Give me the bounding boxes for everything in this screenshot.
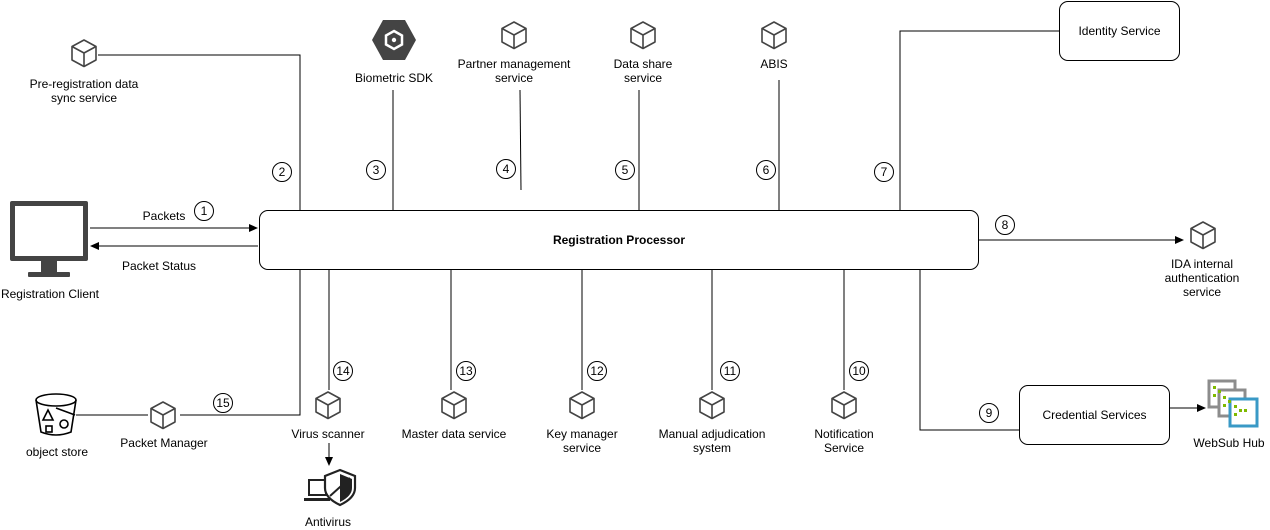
step-badge: 15	[213, 393, 233, 413]
connector-credential	[919, 270, 1019, 431]
step-badge: 5	[615, 160, 635, 180]
step-badge: 6	[756, 160, 776, 180]
step-badge: 14	[333, 361, 353, 381]
virus-scanner-label: Virus scanner	[291, 427, 365, 441]
step-badge: 11	[720, 361, 740, 381]
step-badge: 8	[995, 215, 1015, 235]
connector-identity	[899, 30, 1059, 211]
connectors	[76, 30, 1206, 466]
step-badge: 13	[456, 361, 476, 381]
bucket-icon	[35, 393, 77, 436]
data-share-label: Data share service	[613, 57, 673, 85]
credential-services-label: Credential Services	[1042, 408, 1147, 422]
biometric-sdk-icon	[372, 20, 416, 60]
step-badge: 1	[194, 201, 214, 221]
step-badge: 9	[979, 403, 999, 423]
step-badge: 4	[496, 159, 516, 179]
connector-partner	[519, 89, 522, 191]
ida-label: IDA internal authentication service	[1164, 257, 1240, 299]
credential-services-box[interactable]: Credential Services	[1019, 385, 1170, 445]
connector-packetmanager	[180, 270, 301, 416]
registration-client-label: Registration Client	[0, 287, 100, 301]
step-badge: 3	[366, 160, 386, 180]
prereg-label: Pre-registration data sync service	[29, 77, 139, 105]
step-badge: 10	[849, 361, 869, 381]
manual-adjudication-label: Manual adjudication system	[658, 427, 766, 455]
registration-processor-box[interactable]: Registration Processor	[259, 210, 979, 270]
websub-hub-label: WebSub Hub	[1193, 436, 1265, 450]
step-badge: 12	[587, 361, 607, 381]
websub-icon	[1207, 379, 1259, 428]
identity-service-label: Identity Service	[1078, 24, 1161, 38]
abis-label: ABIS	[760, 57, 788, 71]
partner-management-label: Partner management service	[457, 57, 571, 85]
object-store-label: object store	[25, 445, 89, 459]
key-manager-label: Key manager service	[546, 427, 618, 455]
master-data-label: Master data service	[401, 427, 507, 441]
packets-label: Packets	[142, 209, 186, 223]
monitor-icon	[10, 201, 88, 277]
antivirus-label: Antivirus	[304, 515, 351, 529]
identity-service-box[interactable]: Identity Service	[1059, 1, 1180, 61]
antivirus-icon	[304, 468, 357, 507]
connector-prereg	[98, 54, 301, 211]
step-badge: 7	[874, 162, 894, 182]
registration-processor-label: Registration Processor	[552, 233, 686, 247]
packet-manager-label: Packet Manager	[120, 436, 208, 450]
notification-service-label: Notification Service	[814, 427, 874, 455]
step-badge: 2	[272, 162, 292, 182]
packet-status-label: Packet Status	[121, 259, 197, 273]
biometric-sdk-label: Biometric SDK	[354, 71, 434, 85]
